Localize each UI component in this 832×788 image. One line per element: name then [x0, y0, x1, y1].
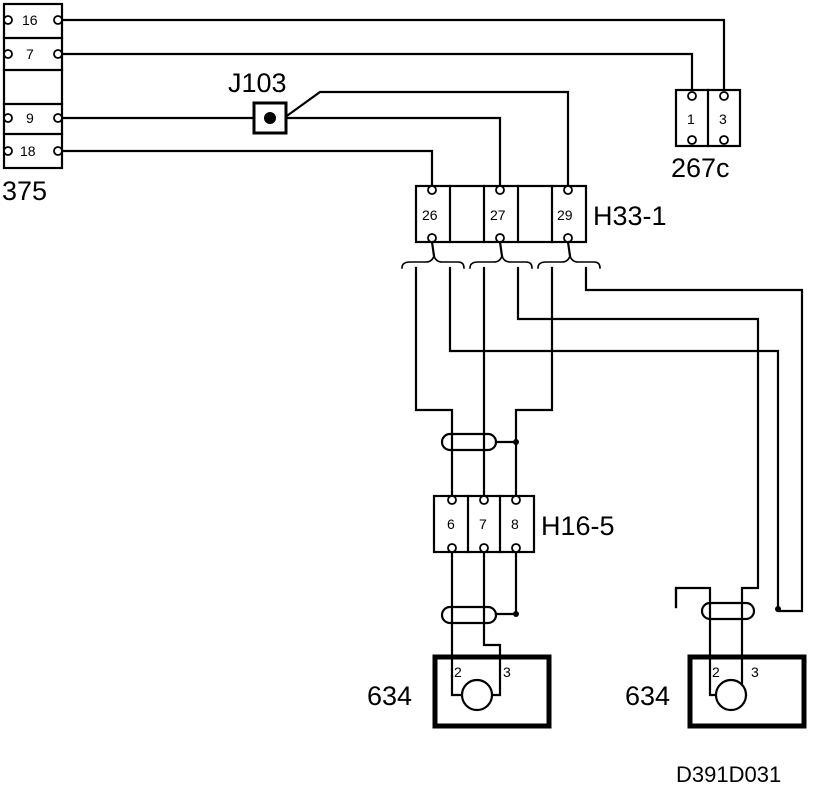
connector-375: 16 7 9 18 375	[2, 2, 64, 206]
component-634-right-label: 634	[625, 681, 670, 711]
connector-267c-pin-3: 3	[719, 111, 727, 127]
bracket-27	[469, 253, 533, 269]
connector-h33-1-pin-29: 29	[557, 207, 573, 223]
wire-h33-to-right-634-pin3	[516, 266, 760, 657]
bracket-29	[537, 253, 601, 269]
shield-upper	[440, 432, 519, 452]
bracket-26	[401, 253, 465, 269]
connector-h33-1-body	[414, 184, 588, 244]
wire-j103-to-h33-27	[284, 116, 502, 188]
wire-375-16-to-267c-3	[60, 18, 726, 92]
connector-267c-label: 267c	[671, 153, 730, 183]
connector-h16-5-label: H16-5	[541, 511, 615, 541]
shield-upper-oval	[440, 432, 498, 452]
wire-right-634-pin2	[674, 586, 712, 657]
branch-brackets	[401, 253, 601, 269]
wire-h16-8-drain	[494, 546, 518, 616]
connector-h16-5-pin-8: 8	[511, 516, 519, 532]
component-634-right: 2 3 634	[625, 654, 807, 729]
shield-lower-left-oval	[440, 605, 498, 625]
connector-h16-5-body	[432, 494, 536, 554]
connector-h16-5: 6 7 8 H16-5	[432, 494, 615, 554]
wire-h33-to-right-634-shield	[448, 266, 780, 609]
wire-j103-to-h33-29	[282, 90, 570, 188]
connector-h33-1: 26 27 29 H33-1	[414, 184, 667, 258]
connector-375-body	[2, 2, 64, 170]
sensor-icon	[460, 678, 494, 712]
connector-h16-5-pin-7: 7	[479, 516, 487, 532]
component-634-left-pin-2: 2	[454, 664, 462, 680]
shield-lower-right	[700, 601, 781, 621]
component-634-left: 2 3 634	[367, 654, 552, 729]
component-634-right-body	[687, 654, 807, 729]
drawing-id: D391D031	[676, 762, 781, 787]
connector-h33-1-pin-26: 26	[422, 207, 438, 223]
wire-375-18-to-h33-26	[60, 149, 434, 188]
connector-375-pin-16: 16	[22, 12, 38, 28]
shield-lower-left	[440, 605, 519, 625]
sensor-icon	[714, 678, 748, 712]
connector-h33-1-pin-27: 27	[490, 207, 506, 223]
connector-375-label: 375	[2, 176, 47, 206]
connector-h33-1-label: H33-1	[593, 201, 667, 231]
wire-h33-to-h16-6	[414, 266, 454, 498]
component-634-left-pin-3: 3	[503, 664, 511, 680]
component-634-right-pin-3: 3	[751, 664, 759, 680]
wire-h16-7-to-634-3	[482, 546, 502, 657]
junction-j103: J103	[228, 68, 288, 135]
connector-267c: 1 3 267c	[671, 88, 742, 183]
component-634-right-pin-2: 2	[712, 664, 720, 680]
wire-h33-to-right-634-drain	[584, 266, 804, 613]
connector-375-pin-9: 9	[26, 110, 34, 126]
wire-h33-to-h16-8	[514, 266, 554, 498]
shield-lower-right-oval	[700, 601, 756, 621]
connector-375-pin-18: 18	[20, 143, 36, 159]
connector-267c-pin-1: 1	[687, 111, 695, 127]
connector-375-pin-7: 7	[26, 46, 34, 62]
junction-j103-label: J103	[228, 68, 287, 98]
connector-h16-5-pin-6: 6	[447, 516, 455, 532]
component-634-left-label: 634	[367, 681, 412, 711]
wire-375-7-to-267c-1	[60, 52, 694, 92]
